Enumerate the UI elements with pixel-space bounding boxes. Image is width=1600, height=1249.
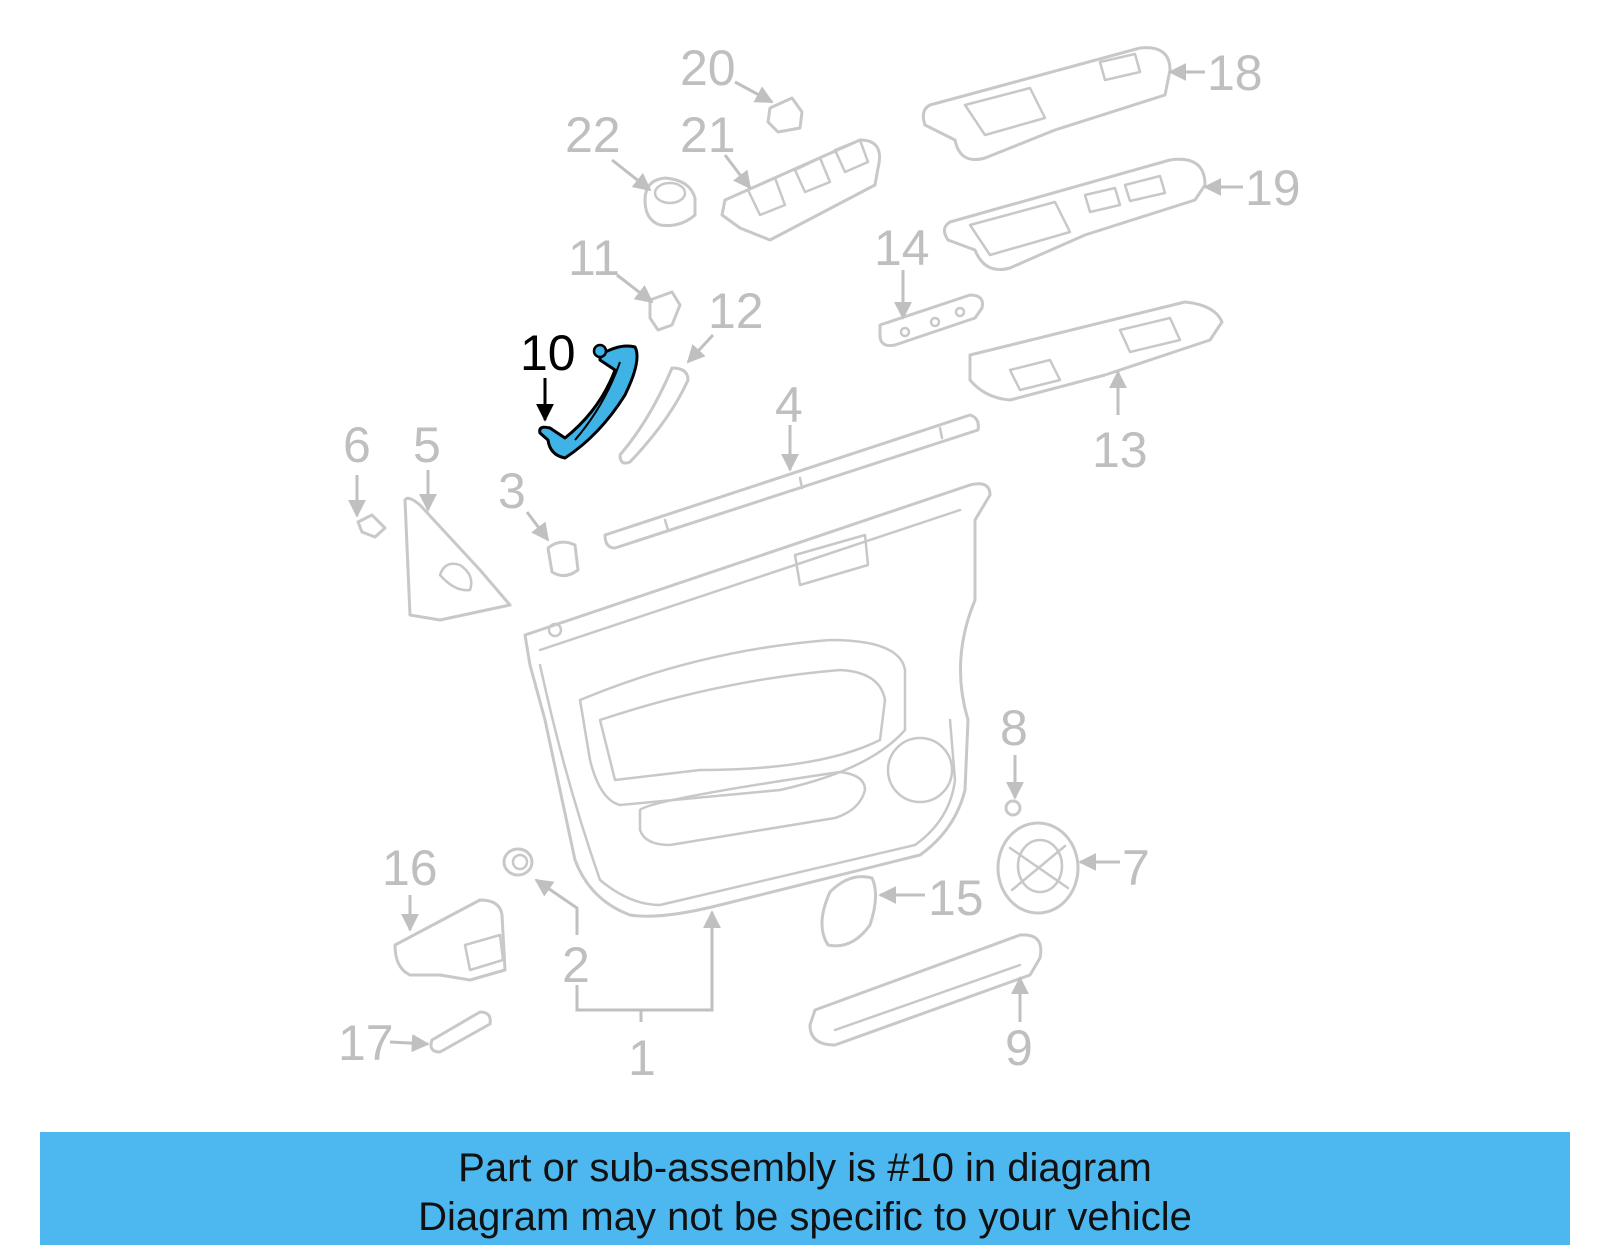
callout-8: 8 [1000,700,1028,756]
callout-14: 14 [874,220,930,276]
callout-12: 12 [708,283,764,339]
part-10-inside-handle [538,343,639,460]
part-13-armrest-base [968,300,1224,402]
callout-15: 15 [928,870,984,926]
callout-9: 9 [1005,1020,1033,1076]
part-21-window-switch [720,138,881,242]
callout-2: 2 [562,937,590,993]
banner-disclaimer-line: Diagram may not be specific to your vehi… [418,1195,1192,1239]
callout-10: 10 [520,325,576,381]
callout-11: 11 [568,230,620,286]
part-22-knob [643,176,697,227]
callout-17: 17 [338,1015,394,1071]
part-19-switch-bezel [943,157,1207,271]
callout-1: 1 [628,1030,656,1086]
part-6-screw [356,513,387,539]
callout-labels: 18 19 20 22 21 11 12 14 13 10 4 6 5 3 8 … [338,40,1301,1086]
parts-diagram: 18 19 20 22 21 11 12 14 13 10 4 6 5 3 8 … [338,40,1301,1086]
callout-20: 20 [680,40,736,96]
callout-3: 3 [498,463,526,519]
part-15-insulator [820,875,877,948]
part-5-mirror-cover [403,496,512,622]
callout-13: 13 [1092,422,1148,478]
callout-16: 16 [382,840,438,896]
part-4-weatherstrip [603,413,980,550]
callout-21: 21 [680,107,736,163]
callout-19: 19 [1245,160,1301,216]
part-14-bracket [878,293,984,347]
callout-22: 22 [565,107,621,163]
leader-lines [348,63,1243,1053]
part-8-nut [1004,799,1022,817]
part-20-switch [766,96,804,134]
part-1-door-trim-panel [523,482,992,918]
part-7-speaker [996,821,1080,915]
part-2-grommet [502,847,534,877]
callout-6: 6 [343,417,371,473]
callout-18: 18 [1207,45,1263,101]
callout-5: 5 [413,417,441,473]
part-3-clip [546,540,580,577]
part-18-switch-bezel [921,46,1172,161]
callout-4: 4 [775,377,803,433]
part-16-switch-housing [393,898,507,982]
part-11-clip [648,290,682,332]
banner-part-line: Part or sub-assembly is #10 in diagram [458,1146,1152,1190]
callout-7: 7 [1122,840,1150,896]
part-17-bulb [429,1010,492,1054]
info-banner: Part or sub-assembly is #10 in diagram D… [40,1132,1570,1245]
part-12-garnish [618,366,690,465]
part-9-door-pocket [808,933,1043,1047]
